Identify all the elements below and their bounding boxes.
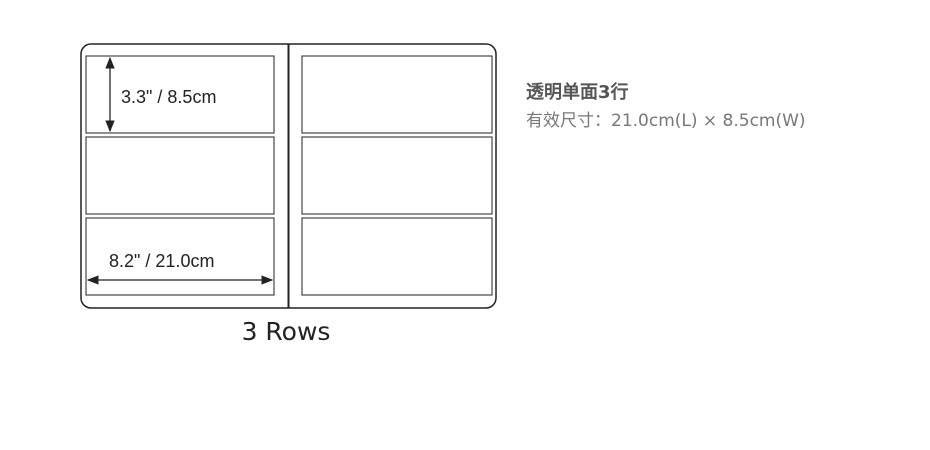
diagram-caption: 3 Rows	[241, 317, 331, 346]
pocket-left-2	[85, 136, 275, 215]
pocket-left-1	[85, 55, 275, 134]
product-title: 透明单面3行	[526, 82, 629, 103]
pocket-left-3	[85, 217, 275, 296]
width-label: 8.2" / 21.0cm	[109, 251, 214, 271]
pocket-right-2	[301, 136, 493, 215]
pocket-right-1	[301, 55, 493, 134]
pocket-right-3	[301, 217, 493, 296]
product-spec: 有效尺寸：21.0cm(L) × 8.5cm(W)	[526, 111, 806, 131]
height-label: 3.3" / 8.5cm	[121, 87, 216, 107]
